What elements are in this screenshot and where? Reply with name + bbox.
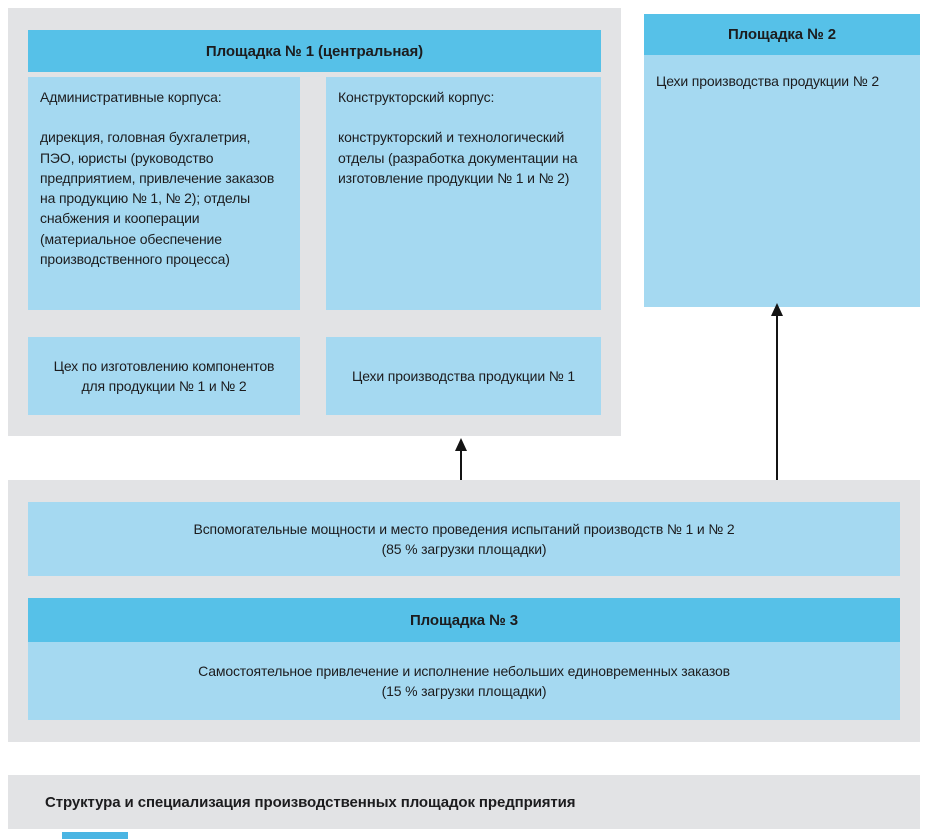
arrow-up-icon <box>770 303 784 480</box>
caption-text: Структура и специализация производственн… <box>45 793 576 811</box>
arrow-up-icon <box>454 438 468 480</box>
site3-body-box: Самостоятельное привлечение и исполнение… <box>28 642 900 720</box>
shared-capacity-box: Вспомогательные мощности и место проведе… <box>28 502 900 576</box>
site3-line1: Самостоятельное привлечение и исполнение… <box>198 662 730 679</box>
site1-design-box: Конструкторский корпус: конструкторский … <box>326 77 601 310</box>
site1-design-body: конструкторский и технологический отделы… <box>338 129 578 186</box>
site1-header: Площадка № 1 (центральная) <box>28 30 601 72</box>
site1-admin-box: Административные корпуса: дирекция, голо… <box>28 77 300 310</box>
arrow-head-icon <box>771 303 783 316</box>
caption-bar: Структура и специализация производственн… <box>8 775 920 829</box>
site1-admin-body: дирекция, головная бухгалетрия, ПЭО, юри… <box>40 129 275 268</box>
arrow-head-icon <box>455 438 467 451</box>
site3-title: Площадка № 3 <box>409 611 519 629</box>
site1-production-label: Цехи производства продукции № 1 <box>352 367 575 384</box>
cropped-blue-element <box>62 832 128 839</box>
site1-admin-heading: Административные корпуса: <box>40 89 222 105</box>
site2-title: Площадка № 2 <box>727 26 837 43</box>
arrow-line <box>776 316 778 480</box>
shared-capacity-line2: (85 % загрузки площадки) <box>381 541 547 557</box>
arrow-line <box>460 451 462 480</box>
site2-body-box: Цехи производства продукции № 2 <box>644 55 920 307</box>
site3-container: Вспомогательные мощности и место проведе… <box>8 480 920 742</box>
site1-title: Площадка № 1 (центральная) <box>205 42 424 60</box>
site1-components-label: Цех по изготовлению компонентов для прод… <box>53 357 275 394</box>
site1-design-heading: Конструкторский корпус: <box>338 89 495 105</box>
site1-components-box: Цех по изготовлению компонентов для прод… <box>28 337 300 415</box>
site2-body-label: Цехи производства продукции № 2 <box>656 73 879 89</box>
shared-capacity-line1: Вспомогательные мощности и место проведе… <box>193 520 735 537</box>
site3-header: Площадка № 3 <box>28 598 900 642</box>
site3-line2: (15 % загрузки площадки) <box>381 683 547 699</box>
site1-production-box: Цехи производства продукции № 1 <box>326 337 601 415</box>
site1-container: Площадка № 1 (центральная) Административ… <box>8 8 621 436</box>
site2-header: Площадка № 2 <box>644 14 920 55</box>
